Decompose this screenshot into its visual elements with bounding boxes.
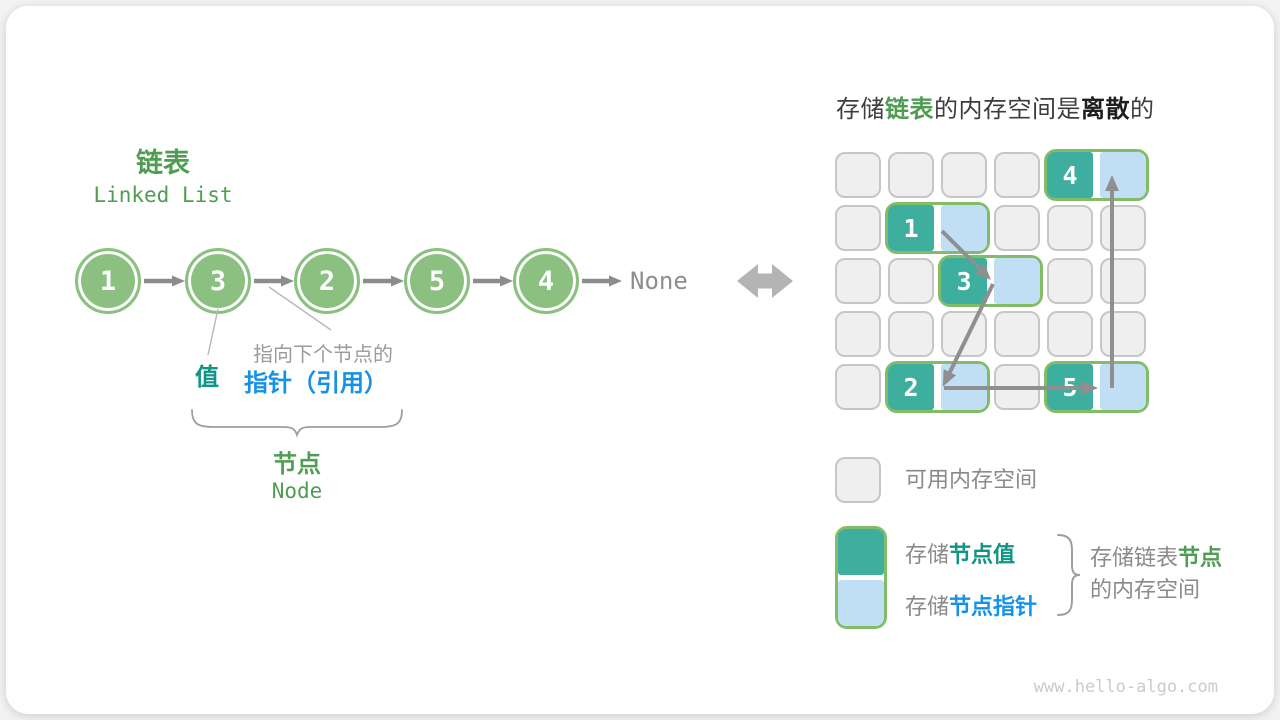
memory-cell [941,152,987,198]
linked-list-title-zh: 链表 [136,148,190,178]
node-memory-pair: 3 [938,255,1043,307]
node-value-cell: 4 [1047,152,1093,198]
legend-pointer-bold: 节点指针 [949,594,1038,619]
memory-title-part: 的内存空间是 [934,96,1081,123]
memory-cell [835,258,881,304]
none-label: None [630,267,688,295]
memory-cell [1047,205,1093,251]
memory-cell [1047,258,1093,304]
node-pointer-cell [1100,364,1146,410]
memory-cell [994,364,1040,410]
memory-cell [994,152,1040,198]
linked-list-title-en: Linked List [93,183,233,207]
brace-line1-prefix: 存储链表 [1090,545,1179,570]
memory-cell [835,311,881,357]
memory-title-part: 存储 [836,96,885,123]
list-node: 4 [513,248,579,314]
node-value-cell: 2 [888,364,934,410]
brace-line1-bold: 节点 [1178,545,1223,570]
legend-free-cell-swatch [835,457,881,503]
node-value-cell: 1 [888,205,934,251]
memory-cell [835,205,881,251]
memory-cell [888,152,934,198]
list-node: 5 [404,248,470,314]
pointer-caption: 指向下个节点的 [253,344,393,366]
memory-cell [835,364,881,410]
memory-title-part: 的 [1130,96,1155,123]
pointer-annotation: 指针（引用） [244,370,388,397]
legend-value-prefix: 存储 [905,542,950,567]
memory-title-linkedlist: 链表 [885,96,934,123]
memory-cell [1100,311,1146,357]
node-annotation-en: Node [271,479,323,503]
legend-free-label: 可用内存空间 [905,467,1038,492]
memory-cell [888,258,934,304]
list-node: 1 [75,248,141,314]
memory-cell [835,152,881,198]
legend-value-bold: 节点值 [949,542,1016,567]
memory-title: 存储链表的内存空间是离散的 [836,89,1256,124]
legend-pointer-prefix: 存储 [905,594,950,619]
legend-pointer-cell-swatch [838,580,884,626]
memory-cell [888,311,934,357]
node-pointer-cell [941,205,987,251]
list-node: 2 [294,248,360,314]
node-memory-pair: 1 [885,202,990,254]
node-pointer-cell [994,258,1040,304]
legend-value-label: 存储节点值 [905,537,1165,569]
memory-cell [994,205,1040,251]
memory-cell [941,311,987,357]
memory-cell [1100,258,1146,304]
node-annotation-zh: 节点 [273,451,321,478]
legend-brace-label: 存储链表节点 的内存空间 [1090,542,1280,606]
legend-value-cell-swatch [838,529,884,575]
memory-cell [1047,311,1093,357]
watermark: www.hello-algo.com [1033,677,1218,697]
node-value-cell: 3 [941,258,987,304]
list-node: 3 [185,248,251,314]
legend-node-pair-swatch [835,526,887,629]
node-value-cell: 5 [1047,364,1093,410]
memory-cell [994,311,1040,357]
memory-cell [1100,205,1146,251]
node-pointer-cell [941,364,987,410]
node-pointer-cell [1100,152,1146,198]
node-memory-pair: 4 [1044,149,1149,201]
node-memory-pair: 5 [1044,361,1149,413]
node-memory-pair: 2 [885,361,990,413]
value-annotation: 值 [195,364,219,391]
brace-line2: 的内存空间 [1090,577,1201,602]
memory-title-discrete: 离散 [1081,96,1130,123]
legend-pointer-label: 存储节点指针 [905,589,1165,621]
